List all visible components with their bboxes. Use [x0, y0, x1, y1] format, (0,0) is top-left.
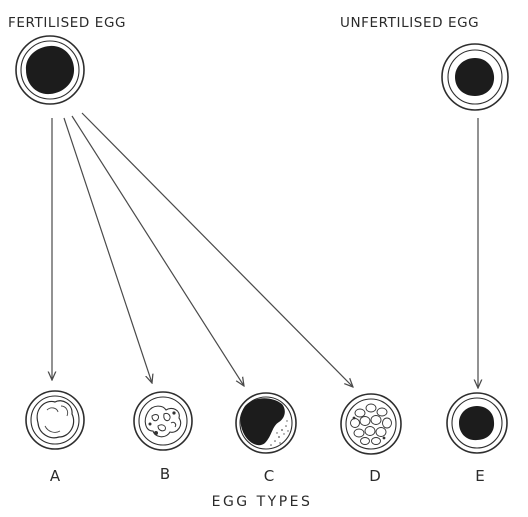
egg-d-icon [341, 394, 401, 454]
egg-e-icon [447, 393, 507, 453]
egg-e-label: E [475, 467, 484, 485]
egg-a-icon [26, 391, 84, 449]
fertilised-egg-icon [16, 36, 84, 104]
egg-a-label: A [50, 467, 61, 485]
arrow-to-egg-b [64, 118, 152, 383]
egg-d-label: D [369, 467, 381, 485]
unfertilised-egg-label: UNFERTILISED EGG [340, 15, 479, 31]
unfertilised-egg-icon [442, 44, 508, 110]
arrow-to-egg-d [82, 113, 353, 387]
egg-c-icon [236, 393, 296, 453]
diagram-caption: EGG TYPES [212, 494, 313, 510]
egg-b-label: B [160, 465, 170, 483]
egg-b-icon [134, 392, 192, 450]
fertilised-egg-label: FERTILISED EGG [8, 15, 126, 31]
egg-c-label: C [264, 467, 274, 485]
